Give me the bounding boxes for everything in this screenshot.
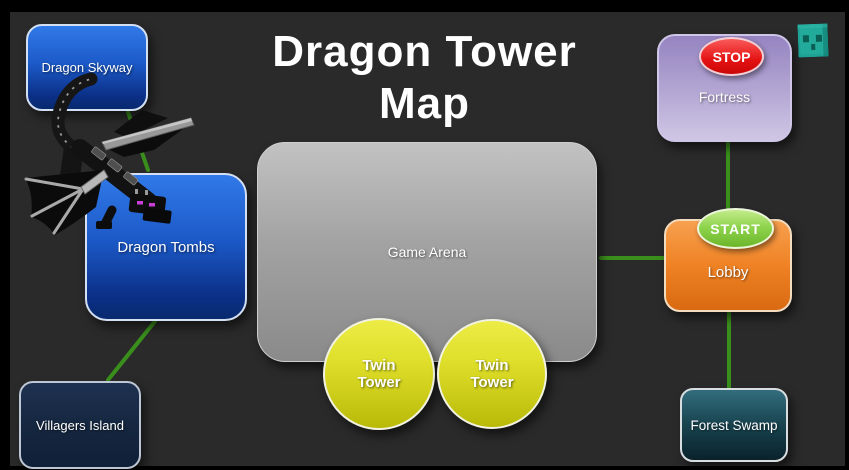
start-badge: START xyxy=(697,208,774,249)
node-game-arena-label: Game Arena xyxy=(387,244,467,260)
page-title-line2: Map xyxy=(379,79,470,128)
node-forest-swamp-label: Forest Swamp xyxy=(690,417,778,433)
start-badge-label: START xyxy=(710,220,761,237)
node-villagers-island: Villagers Island xyxy=(19,381,141,469)
slime-face-icon xyxy=(797,23,829,58)
node-twin-tower-left-label: Twin Tower xyxy=(357,357,401,391)
node-forest-swamp: Forest Swamp xyxy=(680,388,788,462)
node-villagers-island-label: Villagers Island xyxy=(36,417,124,433)
page-title-line1: Dragon Tower xyxy=(272,27,577,76)
node-dragon-tombs: Dragon Tombs xyxy=(85,173,247,321)
node-game-arena: Game Arena xyxy=(257,142,597,362)
stop-badge: STOP xyxy=(699,37,764,76)
node-twin-tower-right: Twin Tower xyxy=(437,319,547,429)
node-lobby-label: Lobby xyxy=(707,264,749,281)
node-fortress-label: Fortress xyxy=(698,89,751,105)
connector-tombs-villagers xyxy=(106,313,162,382)
node-dragon-skyway-label: Dragon Skyway xyxy=(41,60,133,75)
page-title: Dragon Tower Map xyxy=(0,26,849,130)
node-twin-tower-right-label: Twin Tower xyxy=(470,357,514,391)
node-dragon-tombs-label: Dragon Tombs xyxy=(117,238,215,256)
node-twin-tower-left: Twin Tower xyxy=(323,318,435,430)
ender-dragon-icon xyxy=(24,72,195,235)
node-dragon-skyway: Dragon Skyway xyxy=(26,24,148,111)
stop-badge-label: STOP xyxy=(712,48,751,65)
